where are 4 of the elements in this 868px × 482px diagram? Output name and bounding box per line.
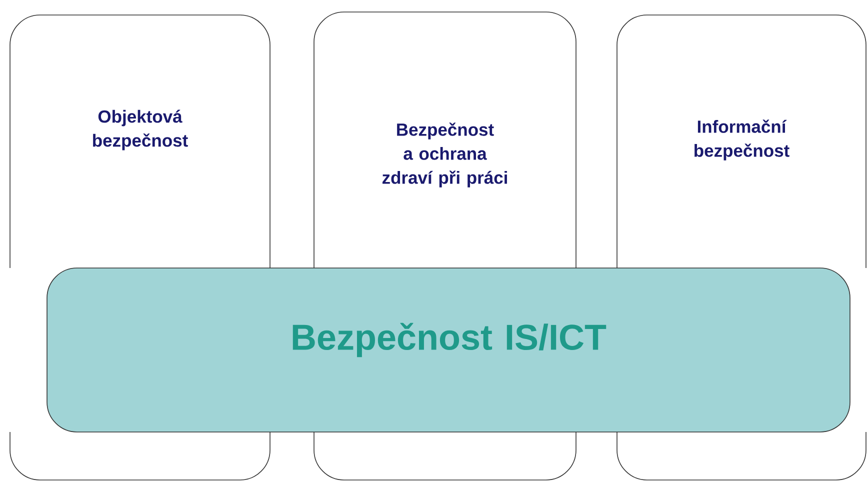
band-box: Bezpečnost IS/ICT	[46, 268, 850, 432]
column-box: Objektová bezpečnost	[10, 14, 270, 268]
column-box: Informační bezpečnost	[616, 14, 866, 268]
column-box: Bezpečnost a ochrana zdraví při práci	[314, 12, 576, 268]
